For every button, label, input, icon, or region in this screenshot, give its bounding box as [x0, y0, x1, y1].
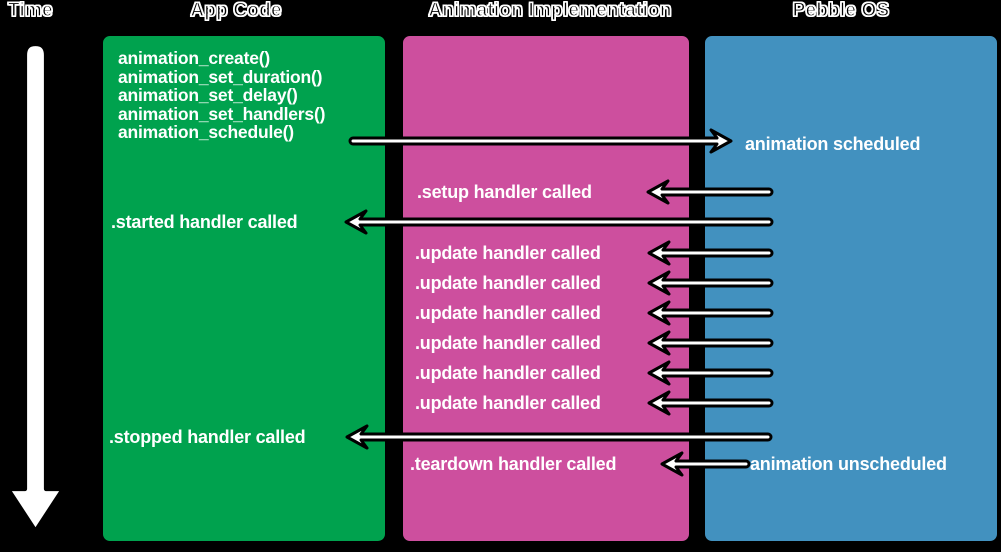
- app-code-box: [100, 33, 388, 544]
- column-header-app-code: App Code: [190, 0, 282, 22]
- column-header-animation-implementation: Animation Implementation: [428, 0, 672, 22]
- update-handler-label-6: .update handler called: [415, 393, 601, 413]
- app-code-call-2: animation_set_duration(): [118, 66, 323, 87]
- animation-unscheduled-label: animation unscheduled: [750, 454, 947, 474]
- time-arrow: [5, 41, 66, 534]
- update-handler-label-5: .update handler called: [415, 363, 601, 383]
- app-code-call-list: animation_create()animation_set_duration…: [118, 49, 325, 142]
- app-code-call-4: animation_set_handlers(): [118, 103, 326, 124]
- started-handler-label: .started handler called: [111, 212, 298, 232]
- time-axis-label: Time: [7, 0, 53, 22]
- teardown-handler-label: .teardown handler called: [410, 454, 617, 474]
- app-code-call-1: animation_create(): [118, 48, 271, 68]
- update-handler-label-2: .update handler called: [415, 273, 601, 293]
- animation-scheduled-label: animation scheduled: [745, 134, 921, 154]
- update-handler-label-4: .update handler called: [415, 333, 601, 353]
- update-handler-label-3: .update handler called: [415, 303, 601, 323]
- stopped-handler-label: .stopped handler called: [109, 427, 306, 447]
- app-code-call-5: animation_schedule(): [118, 122, 294, 143]
- app-code-call-3: animation_set_delay(): [118, 85, 298, 106]
- setup-handler-label: .setup handler called: [417, 182, 592, 202]
- update-handler-label-1: .update handler called: [415, 243, 601, 263]
- column-header-pebble-os: Pebble OS: [792, 0, 890, 22]
- animation-implementation-box: [400, 33, 692, 544]
